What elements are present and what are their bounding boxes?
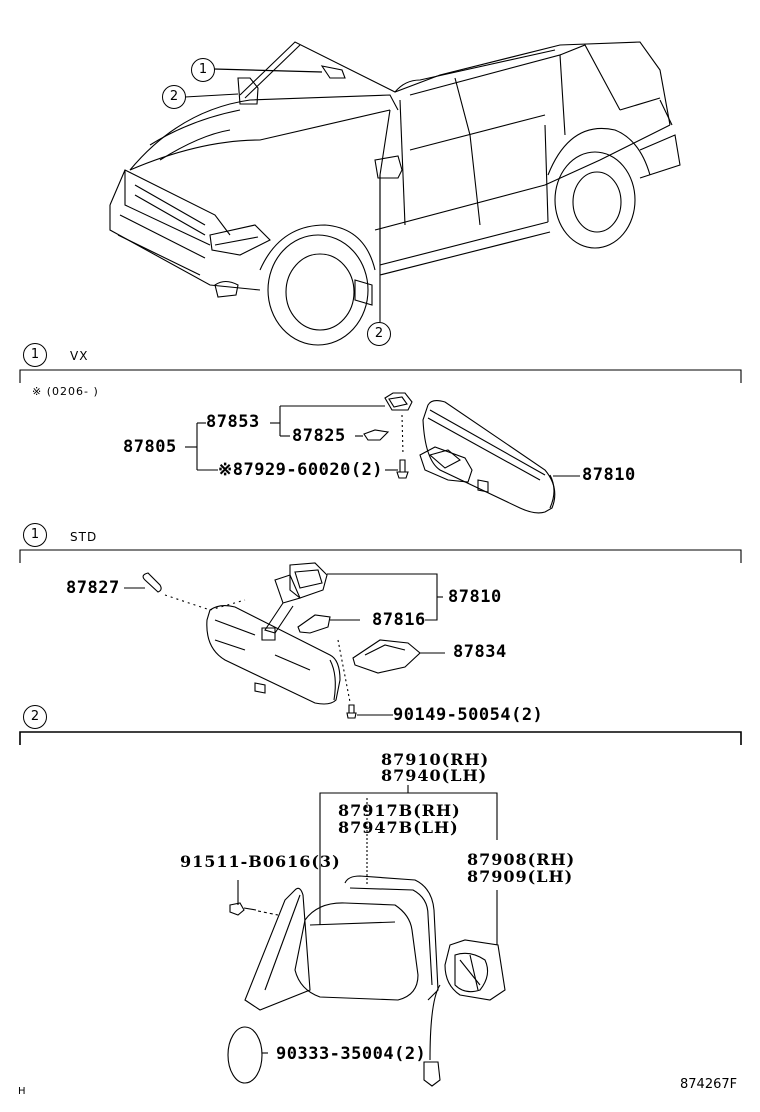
part-number-90333-35004[interactable]: 90333-35004(2) <box>276 1044 427 1064</box>
part-number-91511-b0616[interactable]: 91511-B0616(3) <box>180 852 341 871</box>
part-number-87910-rh[interactable]: 87910(RH) <box>381 750 490 769</box>
section-label-std: STD <box>70 530 98 544</box>
drawing-code: 874267F <box>680 1077 738 1092</box>
part-number-87929-60020[interactable]: ※87929-60020(2) <box>218 460 384 480</box>
part-number-87947b-lh[interactable]: 87947B(LH) <box>338 818 459 837</box>
part-number-87834[interactable]: 87834 <box>453 642 507 662</box>
callout-2-vehicle-left[interactable]: 2 <box>162 85 186 109</box>
part-number-87827[interactable]: 87827 <box>66 578 120 598</box>
part-number-87917b-rh[interactable]: 87917B(RH) <box>338 801 461 820</box>
section-label-vx: VX <box>70 349 89 363</box>
part-number-87825[interactable]: 87825 <box>292 426 346 446</box>
part-number-87805[interactable]: 87805 <box>123 437 177 457</box>
section-note-vx: ※ (0206- ) <box>32 385 99 398</box>
part-number-87816[interactable]: 87816 <box>372 610 426 630</box>
part-number-87908-rh[interactable]: 87908(RH) <box>467 850 576 869</box>
part-number-87810-vx[interactable]: 87810 <box>582 465 636 485</box>
part-number-90149-50054[interactable]: 90149-50054(2) <box>393 705 544 725</box>
part-number-87853[interactable]: 87853 <box>206 412 260 432</box>
part-number-87909-lh[interactable]: 87909(LH) <box>467 867 574 886</box>
std-inner-mirror-art <box>124 562 445 719</box>
section-frames <box>19 369 742 745</box>
section-marker-vx: 1 <box>23 343 47 367</box>
vehicle-illustration <box>109 41 681 346</box>
vx-inner-mirror-art <box>185 392 580 514</box>
callout-2-vehicle-right[interactable]: 2 <box>367 322 391 346</box>
section-marker-std: 1 <box>23 523 47 547</box>
section-marker-outer-mirror: 2 <box>23 705 47 729</box>
part-number-87940-lh[interactable]: 87940(LH) <box>381 766 488 785</box>
corner-mark: H <box>18 1086 27 1097</box>
outer-mirror-art <box>227 785 506 1087</box>
part-number-87810-std[interactable]: 87810 <box>448 587 502 607</box>
callout-1-vehicle[interactable]: 1 <box>191 58 215 82</box>
